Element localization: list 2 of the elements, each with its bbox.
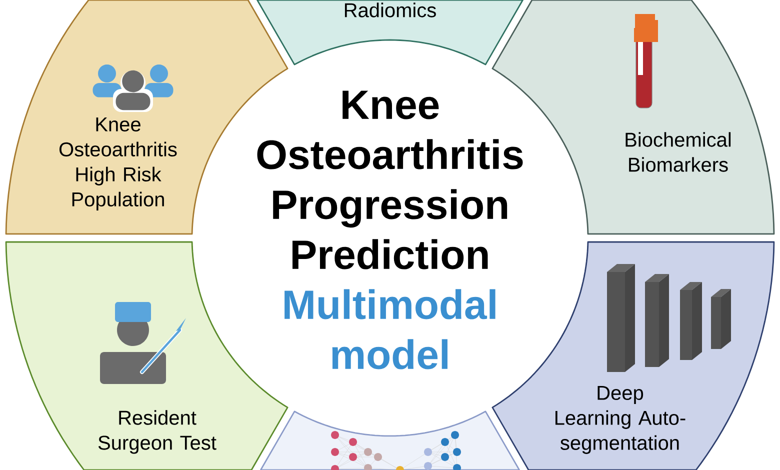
ring-segment bbox=[260, 410, 520, 470]
ring-segment: Radiomics bbox=[256, 0, 524, 66]
